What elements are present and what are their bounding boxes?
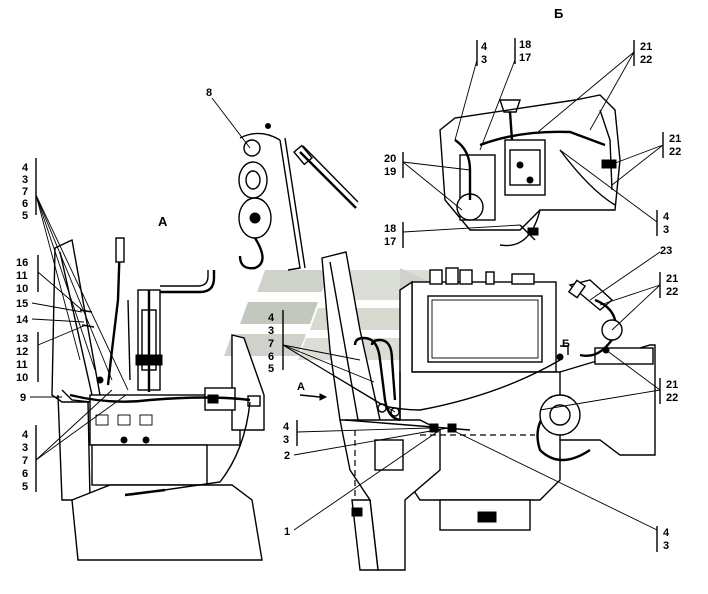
callout-b-right-2122: 21 22 — [609, 132, 681, 186]
callout-label: 5 — [22, 210, 28, 222]
callout-label: 3 — [268, 325, 274, 337]
callout-label: 4 — [283, 421, 290, 433]
callout-label: 5 — [268, 363, 274, 375]
callout-label: 17 — [384, 236, 396, 248]
callout-label: 17 — [519, 52, 531, 64]
callout-label: 22 — [669, 146, 681, 158]
callout-label: 3 — [481, 54, 487, 66]
callout-label: 4 — [268, 312, 275, 324]
callout-label: 8 — [206, 87, 212, 99]
callout-left-mid: 16 11 10 — [16, 255, 83, 311]
view-a-drawing — [51, 237, 265, 561]
callout-label: 12 — [16, 346, 28, 358]
view-a-label: А — [158, 214, 168, 229]
callout-label: 3 — [663, 224, 669, 236]
callout-label: 4 — [481, 41, 488, 53]
callout-label: 7 — [22, 186, 28, 198]
callout-8: 8 — [206, 87, 251, 149]
callout-label: 7 — [22, 455, 28, 467]
callout-left-15: 15 — [16, 298, 83, 313]
callout-label: 3 — [663, 540, 669, 552]
callout-label: 22 — [640, 54, 652, 66]
callout-r-2122-a: 21 22 — [599, 272, 678, 331]
callout-label: 3 — [22, 174, 28, 186]
callout-label: 21 — [666, 379, 678, 391]
callout-label: 10 — [16, 372, 28, 384]
callout-label: 23 — [660, 245, 672, 257]
callout-label: 7 — [268, 338, 274, 350]
callout-r-2122-b: 21 22 — [539, 349, 678, 411]
callout-label: 6 — [22, 468, 28, 480]
callout-label: 4 — [663, 211, 670, 223]
callout-label: 1 — [284, 526, 290, 538]
view-b-drawing — [439, 94, 621, 247]
callout-label: 14 — [16, 314, 29, 326]
callout-b-top-2122: 21 22 — [537, 40, 652, 133]
callout-left-top: 4 3 7 6 5 — [22, 158, 129, 391]
callout-left-14: 14 — [16, 314, 85, 326]
callout-label: 4 — [22, 429, 29, 441]
callout-label: 16 — [16, 257, 28, 269]
callout-label: 21 — [640, 41, 652, 53]
callout-label: 21 — [666, 273, 678, 285]
callout-b-2019: 20 19 — [384, 152, 471, 211]
callout-center-43: 4 3 — [283, 420, 431, 446]
callout-label: 4 — [22, 162, 29, 174]
callout-label: 21 — [669, 133, 681, 145]
callout-label: 3 — [283, 434, 289, 446]
callout-b-right-43: 4 3 — [559, 149, 670, 236]
callout-label: 20 — [384, 153, 396, 165]
main-view-drawing — [299, 251, 656, 571]
callout-center: 4 3 7 6 5 — [268, 310, 396, 413]
callout-label: 18 — [519, 39, 531, 51]
callout-left-bottom: 4 3 7 6 5 — [22, 389, 127, 493]
callout-2: 2 — [284, 427, 449, 462]
callout-label: 6 — [268, 351, 274, 363]
callout-1: 1 — [284, 429, 441, 538]
callout-label: 3 — [22, 442, 28, 454]
callout-b-top-43: 4 3 — [454, 40, 488, 141]
callout-label: 5 — [22, 481, 28, 493]
callout-label: 4 — [663, 527, 670, 539]
hook-detail — [238, 123, 359, 271]
callout-label: 6 — [22, 198, 28, 210]
callout-b-top-1817: 18 17 — [479, 38, 531, 151]
callout-r-bottom-43: 4 3 — [451, 429, 670, 552]
callout-label: 15 — [16, 298, 28, 310]
callout-label: 22 — [666, 392, 678, 404]
callout-label: 10 — [16, 283, 28, 295]
callout-label: 2 — [284, 450, 290, 462]
callout-label: 9 — [20, 392, 26, 404]
callout-label: 11 — [16, 270, 28, 282]
callout-b-1817: 18 17 — [384, 222, 521, 248]
callout-label: 11 — [16, 359, 28, 371]
callout-left-9: 9 — [20, 392, 62, 404]
callout-23: 23 — [589, 245, 672, 301]
callout-left-lower: 13 12 11 10 — [16, 324, 87, 384]
arrow-a-label: А — [297, 381, 305, 393]
view-b-label: Б — [554, 6, 563, 21]
arrow-b-label: Б — [562, 338, 570, 350]
callout-label: 19 — [384, 166, 396, 178]
callout-label: 13 — [16, 333, 28, 345]
callout-label: 18 — [384, 223, 396, 235]
callout-label: 22 — [666, 286, 678, 298]
